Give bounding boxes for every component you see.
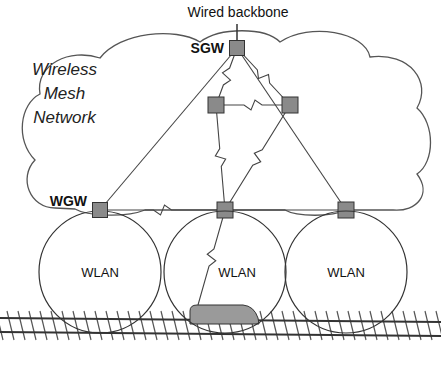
train bbox=[190, 305, 259, 324]
gateway-sgw: SGW bbox=[191, 39, 245, 57]
rail-tie bbox=[84, 311, 91, 340]
rail-tie bbox=[172, 311, 179, 340]
wlan-cell: WLAN bbox=[38, 210, 162, 334]
rail-tie bbox=[62, 311, 69, 340]
rail-tie bbox=[183, 311, 190, 340]
cell-circle bbox=[285, 211, 407, 333]
wireless-link bbox=[225, 105, 290, 210]
wireless-link bbox=[216, 48, 237, 105]
cell-label: WLAN bbox=[81, 265, 119, 280]
rail-tie bbox=[0, 311, 3, 340]
wireless-link bbox=[198, 210, 225, 305]
rail-tie bbox=[282, 311, 289, 340]
gateway-wgw: WGW bbox=[50, 201, 108, 219]
gateway-label: WGW bbox=[50, 192, 87, 210]
rail-tie bbox=[106, 311, 113, 340]
mesh-link bbox=[225, 209, 346, 210]
gateway-label: SGW bbox=[191, 39, 224, 57]
wireless-link bbox=[215, 105, 225, 210]
rail-tie bbox=[271, 311, 278, 340]
rail-tie bbox=[29, 311, 36, 340]
cloud-shape bbox=[22, 31, 430, 216]
rail-tie bbox=[73, 311, 80, 340]
rail-tie bbox=[161, 311, 168, 340]
rail-tie bbox=[7, 311, 14, 340]
mesh-router bbox=[208, 97, 224, 113]
wireless-link bbox=[216, 100, 290, 110]
rail-tie bbox=[95, 311, 102, 340]
mesh-link bbox=[100, 48, 237, 210]
backbone-label: Wired backbone bbox=[187, 3, 288, 21]
cell-circle bbox=[39, 211, 161, 333]
wireless-link bbox=[237, 48, 290, 105]
mesh-link bbox=[237, 48, 346, 210]
gateway-router bbox=[92, 202, 108, 218]
cloud-label: Wireless Mesh Network bbox=[22, 58, 107, 130]
mesh-router bbox=[338, 202, 354, 218]
wlan-cell: WLAN bbox=[163, 210, 287, 334]
mesh-router bbox=[217, 202, 233, 218]
rail-tie bbox=[40, 311, 47, 340]
rail-tie bbox=[18, 311, 25, 340]
wlan-cell: WLAN bbox=[284, 210, 408, 334]
rail-tie bbox=[150, 311, 157, 340]
rail-tie bbox=[260, 311, 267, 340]
rail-tie bbox=[117, 311, 124, 340]
mesh-router bbox=[282, 97, 298, 113]
cell-label: WLAN bbox=[327, 265, 365, 280]
cell-circle bbox=[164, 211, 286, 333]
gateway-router bbox=[229, 40, 245, 56]
cell-label: WLAN bbox=[218, 265, 256, 280]
